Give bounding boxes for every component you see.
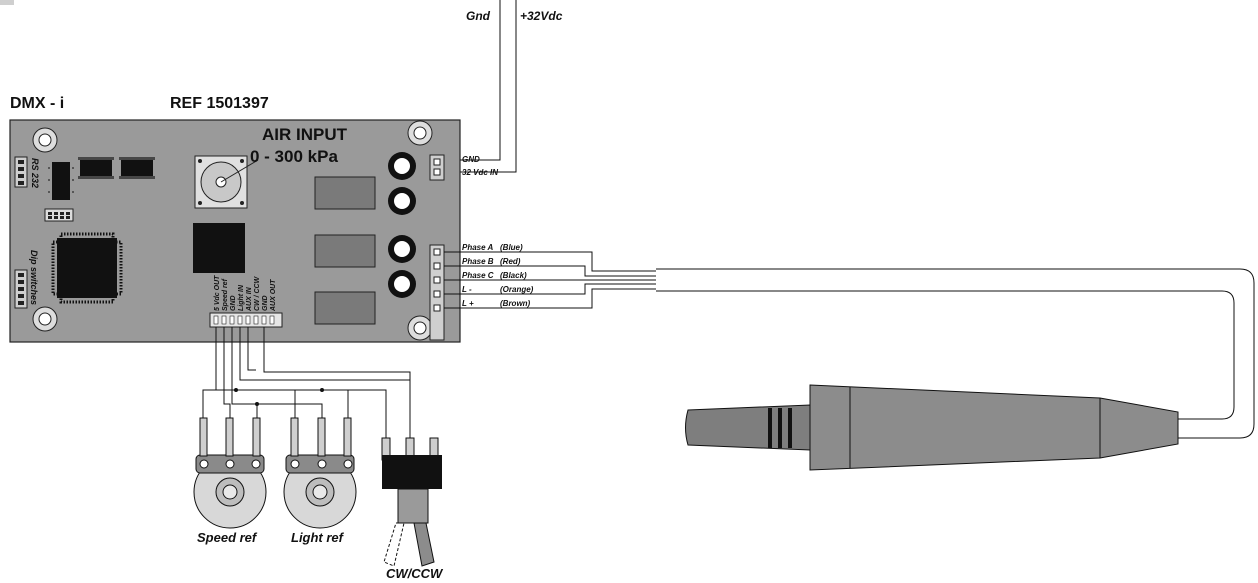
power-module [314,234,376,268]
phase-b-color: (Red) [500,257,521,266]
light-ref-label: Light ref [291,530,345,545]
reference-label: REF 1501397 [170,95,269,112]
mounting-hole [32,306,58,332]
mounting-hole [407,120,433,146]
l-plus-color: (Brown) [500,299,531,308]
ic-chip [119,157,155,179]
mounting-hole [32,127,58,153]
pin-label: Light IN [238,284,245,311]
pin-label: GND [262,295,269,311]
header-block [44,208,74,222]
control-connector [209,312,283,328]
cw-ccw-toggle-switch [381,437,442,567]
mounting-hole [407,315,433,341]
phase-c-color: (Black) [500,271,527,280]
capacitor [388,235,416,263]
speed-ref-potentiometer [193,417,267,529]
control-wires [202,327,411,440]
motor-terminal [429,244,445,341]
light-ref-potentiometer [283,417,357,529]
motor-wires [444,251,656,309]
phase-c-name: Phase C [462,271,494,280]
rs232-label: RS 232 [30,158,40,188]
speed-ref-label: Speed ref [197,530,258,545]
ic-chip [78,157,114,179]
air-input-title: AIR INPUT [262,125,348,144]
power-module [314,291,376,325]
driver-chip [193,223,245,273]
capacitor [388,152,416,180]
phase-a-color: (Blue) [500,243,523,252]
phase-a-name: Phase A [462,243,493,252]
rs232-header [14,156,28,188]
ic-chip [48,162,74,200]
pin-label: CW / CCW [254,275,261,311]
vdc-wire-label: +32Vdc [520,9,563,23]
power-terminal [429,154,445,181]
capacitor [388,187,416,215]
model-label: DMX - i [10,95,64,112]
pcb-board: RS 232 [9,119,461,343]
pin-label: GND [230,295,237,311]
pin-label: AUX IN [246,286,253,312]
l-plus-name: L + [462,299,474,308]
terminal-gnd-label: GND [462,155,480,164]
capacitor [388,270,416,298]
pin-label: Speed ref [222,278,229,311]
pressure-sensor [194,155,259,209]
phase-b-name: Phase B [462,257,494,266]
dip-switches-label: Dip switches [29,250,39,305]
air-input-range: 0 - 300 kPa [250,147,338,166]
handpiece-motor [685,384,1179,471]
pin-label: AUX OUT [270,279,277,312]
pin-label: 5 Vdc OUT [214,275,221,311]
microcontroller-chip [51,232,123,304]
l-minus-name: L - [462,285,472,294]
motor-cable [656,268,1255,439]
power-wires [460,0,517,173]
l-minus-color: (Orange) [500,285,534,294]
power-module [314,176,376,210]
corner-mark [0,0,14,5]
terminal-vdc-label: 32 Vdc IN [462,168,498,177]
cw-ccw-label: CW/CCW [386,566,444,581]
dip-switch-header [14,269,28,309]
gnd-wire-label: Gnd [466,9,491,23]
